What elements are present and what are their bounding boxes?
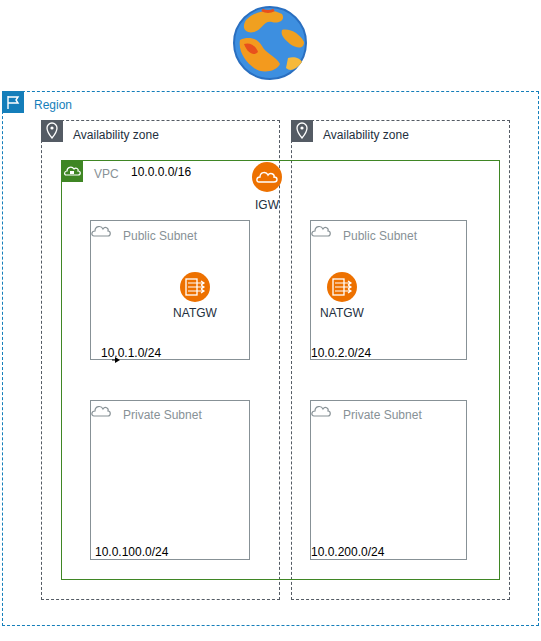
node-label: Availability zone (323, 128, 409, 142)
node-label: Private Subnet (343, 408, 422, 422)
region-icon (2, 91, 24, 113)
node-label: Availability zone (73, 128, 159, 142)
node-label: NATGW (320, 306, 364, 320)
node-label: VPC (94, 167, 119, 181)
cidr-label: 10.0.2.0/24 (311, 346, 371, 360)
public-subnet-box: Public Subnet 10.0.2.0/24 NATGW (310, 220, 467, 360)
cidr-label: 10.0.1.0/24 (101, 346, 161, 360)
availability-zone-box: Availability zone (41, 120, 280, 600)
internet-gateway: IGW (248, 160, 286, 212)
private-subnet-box: Private Subnet 10.0.200.0/24 (310, 400, 467, 560)
node-label: Private Subnet (123, 408, 202, 422)
cidr-label: 10.0.100.0/24 (95, 545, 168, 559)
node-label: NATGW (173, 306, 217, 320)
vpc-icon (61, 160, 83, 182)
cidr-label: 10.0.200.0/24 (311, 545, 384, 559)
subnet-icon (92, 227, 330, 416)
node-label: IGW (255, 198, 279, 212)
az-icon (41, 120, 63, 142)
az-icon (291, 120, 313, 142)
availability-zone-box: Availability zone (291, 120, 510, 600)
internet-globe (234, 7, 306, 79)
node-label: Region (34, 98, 72, 112)
node-label: Public Subnet (343, 229, 417, 243)
nat-gateway: NATGW (170, 270, 220, 320)
vpc-box: VPC 10.0.0.0/16IGW Public Subnet 10.0.1.0/2… (61, 160, 500, 580)
region-box: RegionAvailability zone Availability zone… (2, 91, 539, 626)
igw-icon (252, 162, 282, 192)
cidr-label: 10.0.0.0/16 (131, 165, 191, 179)
node-label: Public Subnet (123, 229, 197, 243)
nat-gateway: NATGW (317, 270, 367, 320)
private-subnet-box: Private Subnet 10.0.100.0/24 (90, 400, 250, 560)
public-subnet-box: Public Subnet 10.0.1.0/24 NATGW (90, 220, 250, 360)
natgw-icon (180, 272, 210, 302)
natgw-icon (327, 272, 357, 302)
